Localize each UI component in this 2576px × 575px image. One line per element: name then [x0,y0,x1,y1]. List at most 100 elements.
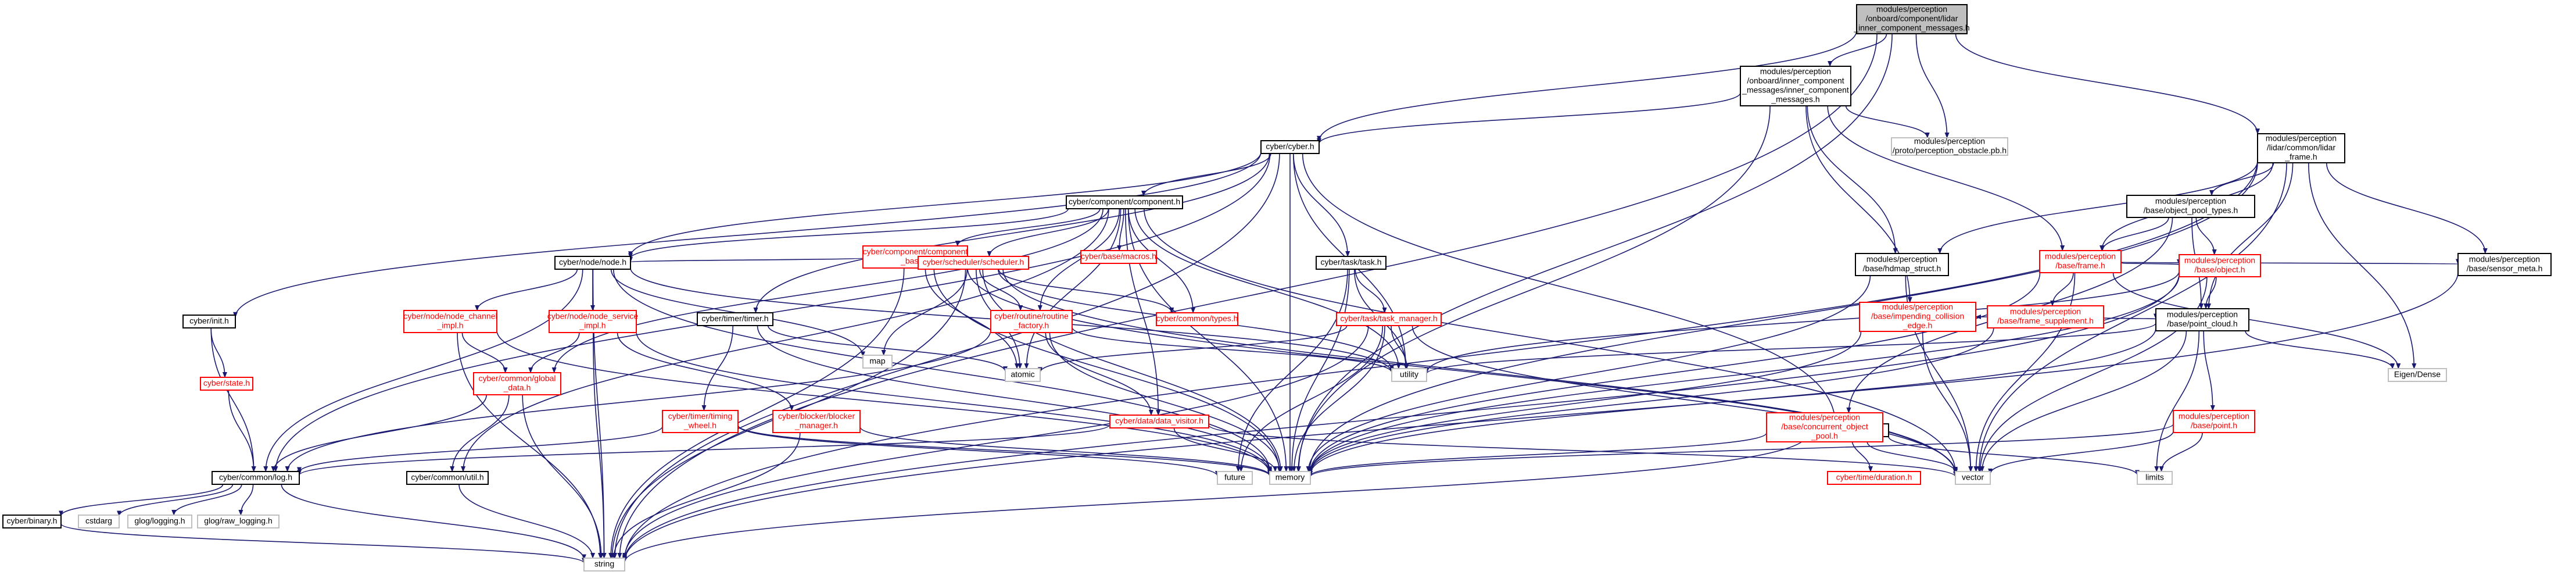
node-baseframe[interactable]: modules/perception/base/frame.h [2039,250,2122,273]
node-macros[interactable]: cyber/base/macros.h [1080,250,1157,264]
node-box [1109,415,1209,428]
node-label-line: modules/perception [1914,137,1985,146]
node-root[interactable]: modules/perception/onboard/component/lid… [1853,4,1970,34]
node-node[interactable]: cyber/node/node.h [554,256,631,270]
edge-impending-to-memory [1308,331,1862,474]
node-taskmgr[interactable]: cyber/task/task_manager.h [1336,312,1442,326]
node-docobj[interactable]: modules/perception/base/concurrent_objec… [1766,412,1883,442]
node-future[interactable]: future [1217,471,1253,485]
edge-taskmgr-to-atomic [1038,325,1348,373]
node-map[interactable]: map [862,355,893,369]
node-scheduler[interactable]: cyber/scheduler/scheduler.h [918,256,1029,270]
node-label-line: _factory.h [1013,321,1049,330]
node-box [1827,471,1921,485]
node-binary[interactable]: cyber/binary.h [2,515,62,528]
node-box [990,310,1073,333]
node-pointcloud[interactable]: modules/perception/base/point_cloud.h [2155,308,2249,331]
node-innercomp[interactable]: modules/perception/onboard/inner_compone… [1740,66,1851,106]
edge-component-to-vector [1144,208,1958,473]
node-cstdarg[interactable]: cstdarg [78,515,120,528]
node-box [200,377,253,391]
edge-compbase-to-vector [967,267,1958,475]
edge-datavisitor-to-memory [1173,427,1278,472]
node-objecth[interactable]: modules/perception/base/object.h [2179,254,2261,277]
edge-lidarframe-to-hdmap [1937,160,2258,254]
node-component[interactable]: cyber/component/component.h [1066,195,1183,209]
edge-stateh-to-logh [228,390,256,472]
node-timingwheel[interactable]: cyber/timer/timing_wheel.h [662,410,739,433]
node-utilh[interactable]: cyber/common/util.h [406,471,489,485]
node-proto[interactable]: modules/perception/proto/perception_obst… [1891,137,2008,156]
edge-nodeservice-to-blocker [617,332,794,411]
node-label-line: /base/object.h [2194,265,2245,274]
node-stateh[interactable]: cyber/state.h [200,377,253,391]
node-label-line: /onboard/component/lidar [1866,14,1958,23]
node-limits[interactable]: limits [2137,471,2173,485]
node-box [78,515,120,528]
node-label-line: /proto/perception_obstacle.pb.h [1893,146,2007,155]
node-timer[interactable]: cyber/timer/timer.h [697,312,773,326]
edge-innercomp-to-memory [1296,105,1771,472]
node-nodeservice[interactable]: cyber/node/node_service_impl.h [547,310,639,333]
edge-component-to-macros [1117,208,1124,251]
node-label-line: cyber/component/component [863,247,968,256]
node-eigen[interactable]: Eigen/Dense [2388,368,2447,382]
edge-routine-to-memory [1049,332,1282,472]
edge-lidarframe-to-sensormeta [2326,162,2488,254]
edge-globaldata-to-string [522,394,604,559]
node-inith[interactable]: cyber/init.h [182,315,236,328]
node-label-line: atomic [1011,370,1034,379]
node-label-line: cyber/node/node_channel [403,312,497,321]
node-datavisitor[interactable]: cyber/data/data_visitor.h [1109,415,1209,428]
node-label-line: cyber/task/task_manager.h [1340,314,1437,323]
node-atomic[interactable]: atomic [1005,368,1041,382]
node-box [212,471,300,485]
node-glog[interactable]: glog/logging.h [127,515,192,528]
node-sensormeta[interactable]: modules/perception/base/sensor_meta.h [2457,253,2552,276]
edge-lidarframe-to-vector [1976,162,2287,472]
edge-taskmgr-to-memory [1291,325,1385,472]
node-utility[interactable]: utility [1391,368,1427,382]
node-blocker[interactable]: cyber/blocker/blocker_manager.h [772,410,861,433]
node-nodechannel[interactable]: cyber/node/node_channel_impl.h [403,310,497,333]
node-task[interactable]: cyber/task/task.h [1316,256,1386,270]
node-routine[interactable]: cyber/routine/routine_factory.h [990,310,1073,333]
edge-task-to-memory [1289,269,1350,472]
edge-docobj-to-memory [1308,433,1767,477]
node-hdmap[interactable]: modules/perception/base/hdmap_struct.h [1855,253,1949,276]
node-globaldata[interactable]: cyber/common/global_data.h [473,372,561,395]
node-label-line: modules/perception [2469,255,2540,264]
node-label-line: _pool.h [1811,431,1838,441]
node-durationh[interactable]: cyber/time/duration.h [1827,471,1921,485]
edge-datavisitor-to-vector [1208,424,1958,477]
edge-scheduler-to-map [881,269,968,356]
node-vector[interactable]: vector [1955,471,1991,485]
node-glograw[interactable]: glog/raw_logging.h [197,515,280,528]
node-label-line: /base/impending_collision [1871,312,1964,321]
edge-timeh-to-limits [1888,436,2140,476]
edge-task-to-future [1235,269,1348,472]
edge-timer-to-atomic [767,325,1008,373]
node-objpool[interactable]: modules/perception/base/object_pool_type… [2126,195,2255,218]
edge-objecth-to-utility [1424,271,2180,373]
node-label-line: map [869,356,885,366]
node-label-line: cyber/common/util.h [411,473,483,482]
node-logh[interactable]: cyber/common/log.h [212,471,300,485]
edge-nodeservice-to-string [593,332,607,559]
edge-lidarframe-to-string [622,159,2258,560]
node-box [662,410,739,433]
node-label-line: glog/raw_logging.h [204,516,273,526]
node-lidarframe[interactable]: modules/perception/lidar/common/lidar_fr… [2257,133,2345,163]
node-types[interactable]: cyber/common/types.h [1156,312,1238,326]
node-label-line: _manager.h [794,421,838,430]
edge-hdmap-to-memory [1306,275,1871,472]
node-box [2,515,62,528]
node-framesupp[interactable]: modules/perception/base/frame_supplement… [1987,305,2104,328]
node-cyberh[interactable]: cyber/cyber.h [1260,140,1320,154]
edge-cyberh-to-task [1293,153,1350,257]
node-box [406,471,489,485]
node-impending[interactable]: modules/perception/base/impending_collis… [1859,302,1976,332]
node-memory[interactable]: memory [1269,471,1311,485]
node-pointh[interactable]: modules/perception/base/point.h [2173,410,2255,433]
node-string[interactable]: string [583,558,625,572]
